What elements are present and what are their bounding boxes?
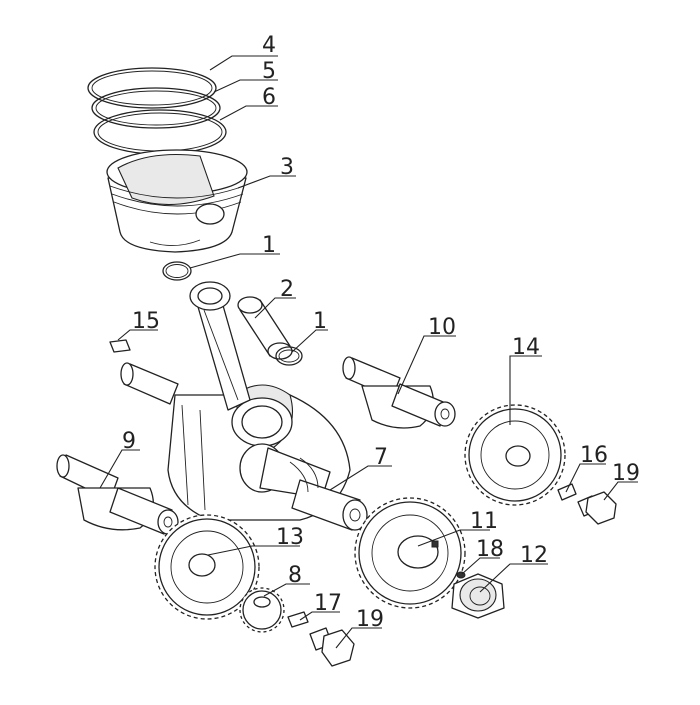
callout-1-upper: 1 xyxy=(262,233,276,258)
callout-13: 13 xyxy=(276,525,304,550)
balancer-gear-lower xyxy=(154,514,260,620)
callout-19-lower: 19 xyxy=(356,607,384,632)
callout-labels: 4 5 6 3 1 2 15 1 10 14 9 7 16 19 13 11 1… xyxy=(122,33,640,632)
lock-nut xyxy=(451,573,505,619)
crankshaft-drive-gear xyxy=(354,497,466,609)
balancer-shaft-upper xyxy=(342,356,456,429)
gear-bolt-lower xyxy=(309,627,355,667)
piston-pin-clip-lower xyxy=(275,346,303,366)
callout-7: 7 xyxy=(374,445,388,470)
callout-5: 5 xyxy=(262,59,276,84)
piston-pin-clip-upper xyxy=(162,261,192,281)
callout-2: 2 xyxy=(280,277,294,302)
callout-14: 14 xyxy=(512,335,540,360)
callout-10: 10 xyxy=(428,315,456,340)
balancer-shaft-lower xyxy=(56,454,179,535)
callout-8: 8 xyxy=(288,563,302,588)
piston-ring-middle xyxy=(91,87,221,129)
callout-16: 16 xyxy=(580,443,608,468)
callout-19-upper: 19 xyxy=(612,461,640,486)
callout-9: 9 xyxy=(122,429,136,454)
balancer-gear-upper xyxy=(464,404,566,506)
callout-11: 11 xyxy=(470,509,498,534)
dowel-pin-upper xyxy=(557,483,577,501)
callout-4: 4 xyxy=(262,33,276,58)
callout-17: 17 xyxy=(314,591,342,616)
crankshaft-assembly xyxy=(120,281,368,531)
piston-ring-top xyxy=(87,67,217,109)
callout-3: 3 xyxy=(280,155,294,180)
piston-ring-oil xyxy=(93,109,227,155)
leader-lines xyxy=(99,55,638,649)
gear-bolt-upper xyxy=(577,491,617,525)
woodruff-key xyxy=(109,339,131,353)
callout-1-lower: 1 xyxy=(313,309,327,334)
callout-18: 18 xyxy=(476,537,504,562)
piston-pin xyxy=(237,296,293,360)
callout-12: 12 xyxy=(520,543,548,568)
callout-15: 15 xyxy=(132,309,160,334)
dowel-pin-lower xyxy=(287,611,309,628)
callout-6: 6 xyxy=(262,85,276,110)
piston xyxy=(106,149,248,253)
small-drive-gear xyxy=(239,587,285,633)
